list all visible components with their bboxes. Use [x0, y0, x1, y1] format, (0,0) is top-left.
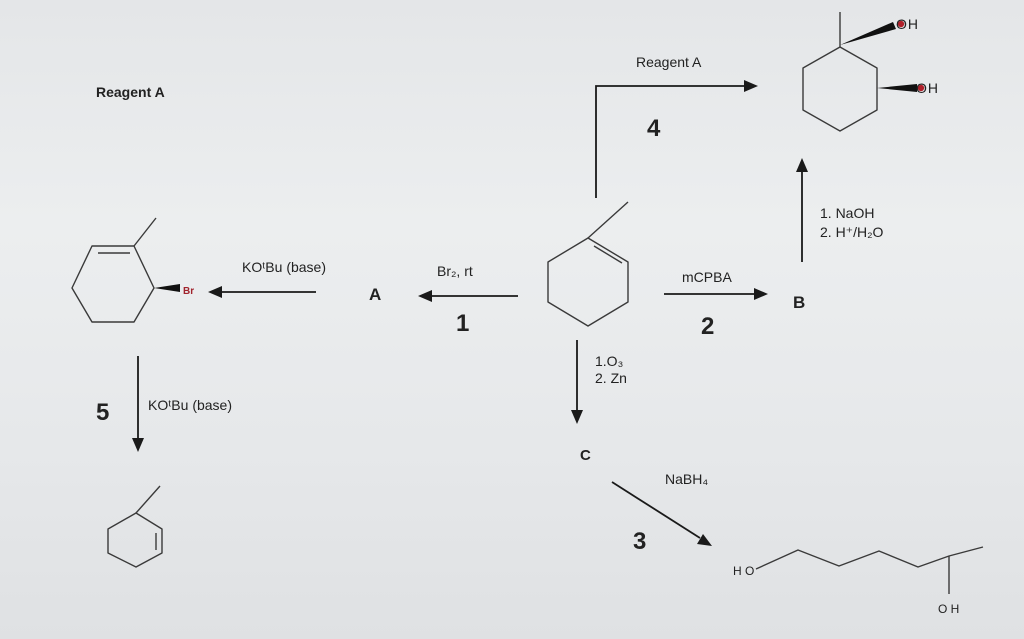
step5-arrow — [132, 356, 144, 452]
step3-number: 3 — [633, 528, 646, 555]
step5-reagent: KOᵗBu (base) — [148, 397, 232, 413]
ozonolysis-line2: 2. Zn — [595, 370, 627, 386]
step1-number: 1 — [456, 310, 469, 337]
oh-chain-label: O H — [938, 602, 959, 616]
cyclohexane-diol — [802, 12, 917, 132]
oh-top-label: OH — [896, 16, 919, 32]
step4-reagent: Reagent A — [636, 54, 702, 70]
step2-number: 2 — [701, 313, 714, 340]
product-c: C — [580, 447, 591, 464]
bromine-wedge — [154, 284, 180, 292]
step4-number: 4 — [647, 115, 661, 142]
scheme-title: Reagent A — [96, 84, 165, 100]
product-a: A — [369, 285, 381, 304]
hydrolysis-line2: 2. H⁺/H₂O — [820, 224, 884, 240]
step3-arrow — [611, 481, 712, 546]
step2-arrow — [664, 288, 768, 300]
oxygen-dot-top — [897, 20, 905, 28]
bromine-label: Br — [183, 286, 194, 297]
hydrolysis-line1: 1. NaOH — [820, 205, 874, 221]
ozonolysis-arrow — [571, 340, 583, 424]
elimination-arrow — [208, 286, 316, 298]
step4-arrow — [595, 80, 758, 198]
step2-reagent: mCPBA — [682, 269, 732, 285]
methylcyclohexene-product — [107, 485, 163, 568]
step1-arrow — [418, 290, 518, 302]
elimination-reagent: KOᵗBu (base) — [242, 259, 326, 275]
ho-chain-label: H O — [733, 564, 754, 578]
oxygen-dot-right — [917, 84, 925, 92]
product-b: B — [793, 293, 805, 312]
step1-reagent: Br₂, rt — [437, 263, 473, 279]
step5-number: 5 — [96, 399, 109, 426]
step3-reagent: NaBH₄ — [665, 471, 708, 487]
methylcyclohexene-start — [547, 201, 629, 327]
wedge-bond-top — [840, 22, 896, 45]
bromo-methylcyclohexene — [71, 217, 180, 323]
oh-right-label: OH — [916, 80, 939, 96]
wedge-bond-right — [877, 84, 917, 92]
hydrolysis-arrow — [796, 158, 808, 262]
ozonolysis-line1: 1.O₃ — [595, 353, 623, 369]
heptane-diol-chain — [755, 546, 984, 594]
